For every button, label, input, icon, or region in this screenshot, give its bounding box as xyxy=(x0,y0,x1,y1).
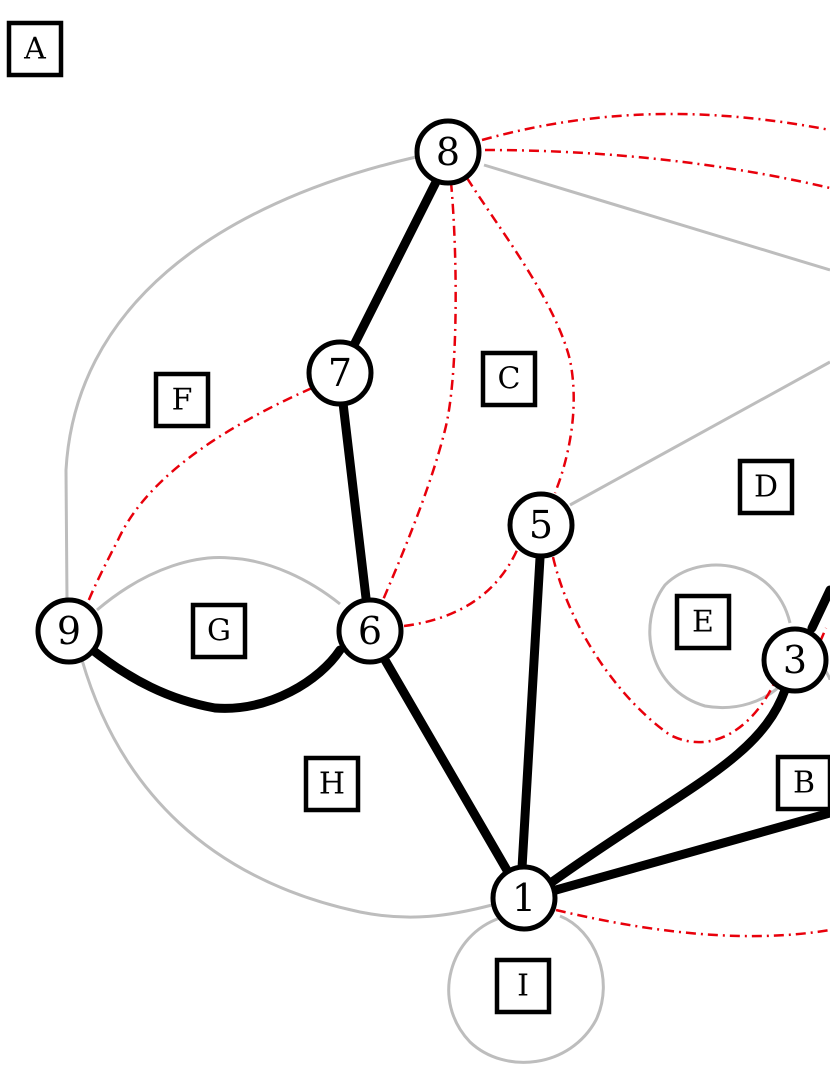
dual-edge-5-6 xyxy=(403,547,520,628)
face-label-D-text: D xyxy=(754,470,778,505)
dual-edges xyxy=(86,112,830,938)
primal-edge-8-9 xyxy=(64,155,417,601)
face-label-H: H xyxy=(303,755,361,813)
dual-edge-8-right-top xyxy=(481,112,830,142)
vertex-8-label: 8 xyxy=(436,130,460,174)
face-label-I: I xyxy=(494,957,552,1015)
primal-edge-8-right xyxy=(483,163,830,272)
face-label-B-text: B xyxy=(793,766,815,801)
dual-edge-8-5 xyxy=(465,177,575,494)
face-label-F: F xyxy=(153,371,211,429)
tree-edge-1-right xyxy=(551,808,830,895)
vertex-3: 3 xyxy=(761,626,829,694)
vertex-9: 9 xyxy=(35,597,103,665)
primal-edge-1-loop xyxy=(447,914,605,1064)
vertex-7-label: 7 xyxy=(328,351,352,395)
face-label-G-text: G xyxy=(207,614,231,649)
tree-edge-3-1 xyxy=(547,685,790,887)
face-label-F-text: F xyxy=(172,383,193,418)
tree-edge-9-6 xyxy=(85,643,345,713)
dual-edge-7-9 xyxy=(86,386,313,603)
dual-edge-5-3 xyxy=(551,556,782,744)
vertex-1: 1 xyxy=(490,864,558,932)
tree-edge-6-1 xyxy=(380,655,513,877)
tree-edge-7-6 xyxy=(338,398,371,603)
vertex-9-label: 9 xyxy=(57,609,81,653)
face-label-H-text: H xyxy=(319,767,345,802)
dual-edge-8-right-mid xyxy=(484,148,830,190)
face-label-C: C xyxy=(480,350,538,408)
vertex-7: 7 xyxy=(306,339,374,407)
vertex-3-label: 3 xyxy=(783,638,807,682)
face-label-C-text: C xyxy=(498,362,521,397)
primal-edge-3-loop xyxy=(648,563,792,710)
vertex-8: 8 xyxy=(414,118,482,186)
vertices: 8 7 5 9 6 3 1 xyxy=(35,118,829,932)
tree-edge-5-1 xyxy=(517,553,545,873)
vertex-6-label: 6 xyxy=(358,609,382,653)
tree-edges xyxy=(85,175,830,895)
vertex-1-label: 1 xyxy=(512,876,536,920)
primal-edge-5-right xyxy=(569,360,830,507)
dual-edge-1-right xyxy=(555,908,830,938)
primal-edge-9-6-upper xyxy=(96,556,341,612)
face-label-G: G xyxy=(190,602,248,660)
primal-edges xyxy=(64,155,830,1064)
vertex-6: 6 xyxy=(336,597,404,665)
tree-edge-8-7 xyxy=(348,175,442,352)
face-label-D: D xyxy=(737,458,795,516)
tree-edge-3-upper-right xyxy=(807,585,830,633)
dual-edge-8-6 xyxy=(381,181,457,601)
face-label-E-text: E xyxy=(692,605,714,640)
vertex-5-label: 5 xyxy=(529,503,553,547)
face-label-I-text: I xyxy=(517,969,529,1004)
face-label-B: B xyxy=(775,754,830,812)
face-label-A: A xyxy=(6,20,64,78)
face-label-E: E xyxy=(674,593,732,651)
face-labels: A B C D E F G xyxy=(6,20,830,1015)
vertex-5: 5 xyxy=(507,491,575,559)
primal-edge-9-1 xyxy=(80,659,493,919)
face-label-A-text: A xyxy=(23,32,46,67)
